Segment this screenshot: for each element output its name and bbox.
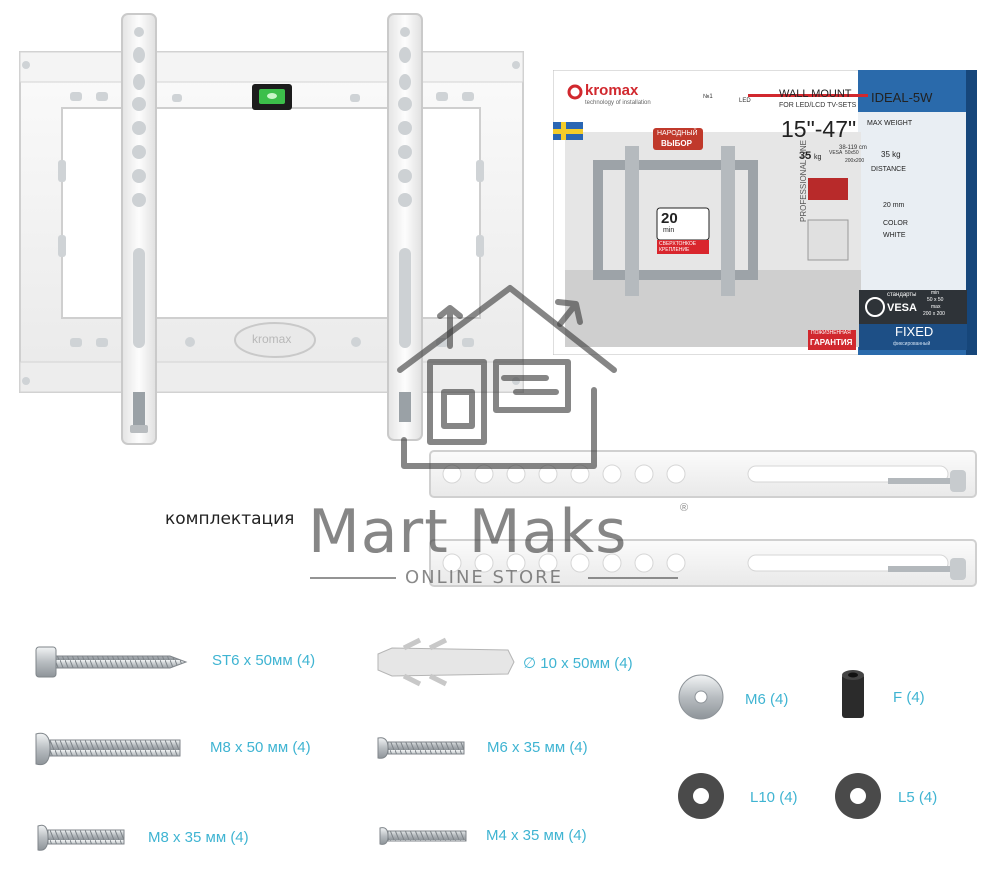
part-label-l5: L5 (4) [898,789,938,806]
watermark-brand: Mart Maks [308,497,628,567]
spacer-l10 [678,773,724,819]
box-side-vesa: VESA [887,302,917,314]
box-badge-no1: №1 [703,94,713,100]
product-box: kromax technology of installation №1 LED… [552,69,978,356]
box-brand-sub: technology of installation [585,100,651,106]
product-box-art [552,69,978,356]
box-narodny: НАРОДНЫЙ [657,130,698,137]
box-side-max-weight-value: 35 kg [881,150,901,159]
washer-m6 [678,674,724,720]
bolt-m8x50 [35,732,181,766]
box-side-color-value: WHITE [883,232,906,239]
part-label-m4x35: M4 x 35 мм (4) [486,827,587,844]
extension-rail-lower [429,539,977,587]
box-min-label: min [663,227,675,234]
box-max-weight-value: 35 [799,150,812,162]
box-model: IDEAL-5W [871,90,933,105]
box-fixed: FIXED [895,324,934,339]
screw-st6x50 [35,646,188,678]
part-label-st6x50: ST6 x 50мм (4) [212,652,316,669]
box-side-vesa-min-value: 50 x 50 [927,297,944,303]
box-badge-led: LED [739,98,751,104]
kit-heading: комплектация [165,509,295,529]
bolt-m8x35 [37,824,125,851]
box-guarantee: ГАРАНТИЯ [810,338,853,347]
part-label-plug-10x50: ∅ 10 x 50мм (4) [523,655,633,672]
box-ultra-thin: СВЕРХТОНКОЕ [659,241,697,247]
bolt-m6x35 [377,737,465,759]
box-side-vesa-max: max [931,304,941,310]
box-vesa-small: VESA [829,150,843,156]
box-vesa-max: 200x200 [845,158,865,164]
box-mounting: КРЕПЛЕНИЕ [659,247,690,253]
box-max-weight-unit: kg [814,154,822,161]
bolt-m4x35 [379,827,467,845]
box-size-range: 15"-47" [781,116,857,142]
bracket-logo-text: kromax [252,332,292,346]
box-guarantee-top: ПОЖИЗНЕННАЯ [811,330,851,336]
box-side-max-weight: MAX WEIGHT [867,120,913,127]
part-label-m6x35: M6 x 35 мм (4) [487,739,588,756]
box-brand: kromax [585,82,639,99]
box-vesa-min: 50x50 [845,150,859,156]
part-label-m6-washer: M6 (4) [745,691,789,708]
spacer-f [842,670,864,718]
bracket-left-arm [121,13,157,445]
box-side-distance: DISTANCE [871,166,906,173]
box-subtitle: FOR LED/LCD TV-SETS [779,102,857,109]
watermark-registered-mark: ® [680,502,689,514]
watermark-tagline: ONLINE STORE [405,567,563,588]
part-label-m8x50: M8 x 50 мм (4) [210,739,311,756]
box-min-distance: 20 [661,210,678,227]
box-title: WALL MOUNT [779,88,852,100]
box-side-vesa-std: стандарты [887,292,917,298]
box-side-distance-value: 20 mm [883,202,905,209]
wall-plug-10x50 [377,637,515,687]
part-label-f-spacer: F (4) [893,689,925,706]
box-side-vesa-min: min [931,290,940,296]
box-side-color: COLOR [883,220,908,227]
box-vybor: ВЫБОР [661,139,692,148]
spacer-l5 [835,773,881,819]
part-label-l10: L10 (4) [750,789,798,806]
box-side-vesa-max-value: 200 x 200 [923,311,945,317]
box-size-cm: 38-119 cm [839,145,867,151]
box-fixed-sub: фиксированный [893,341,931,347]
part-label-m8x35: M8 x 35 мм (4) [148,829,249,846]
